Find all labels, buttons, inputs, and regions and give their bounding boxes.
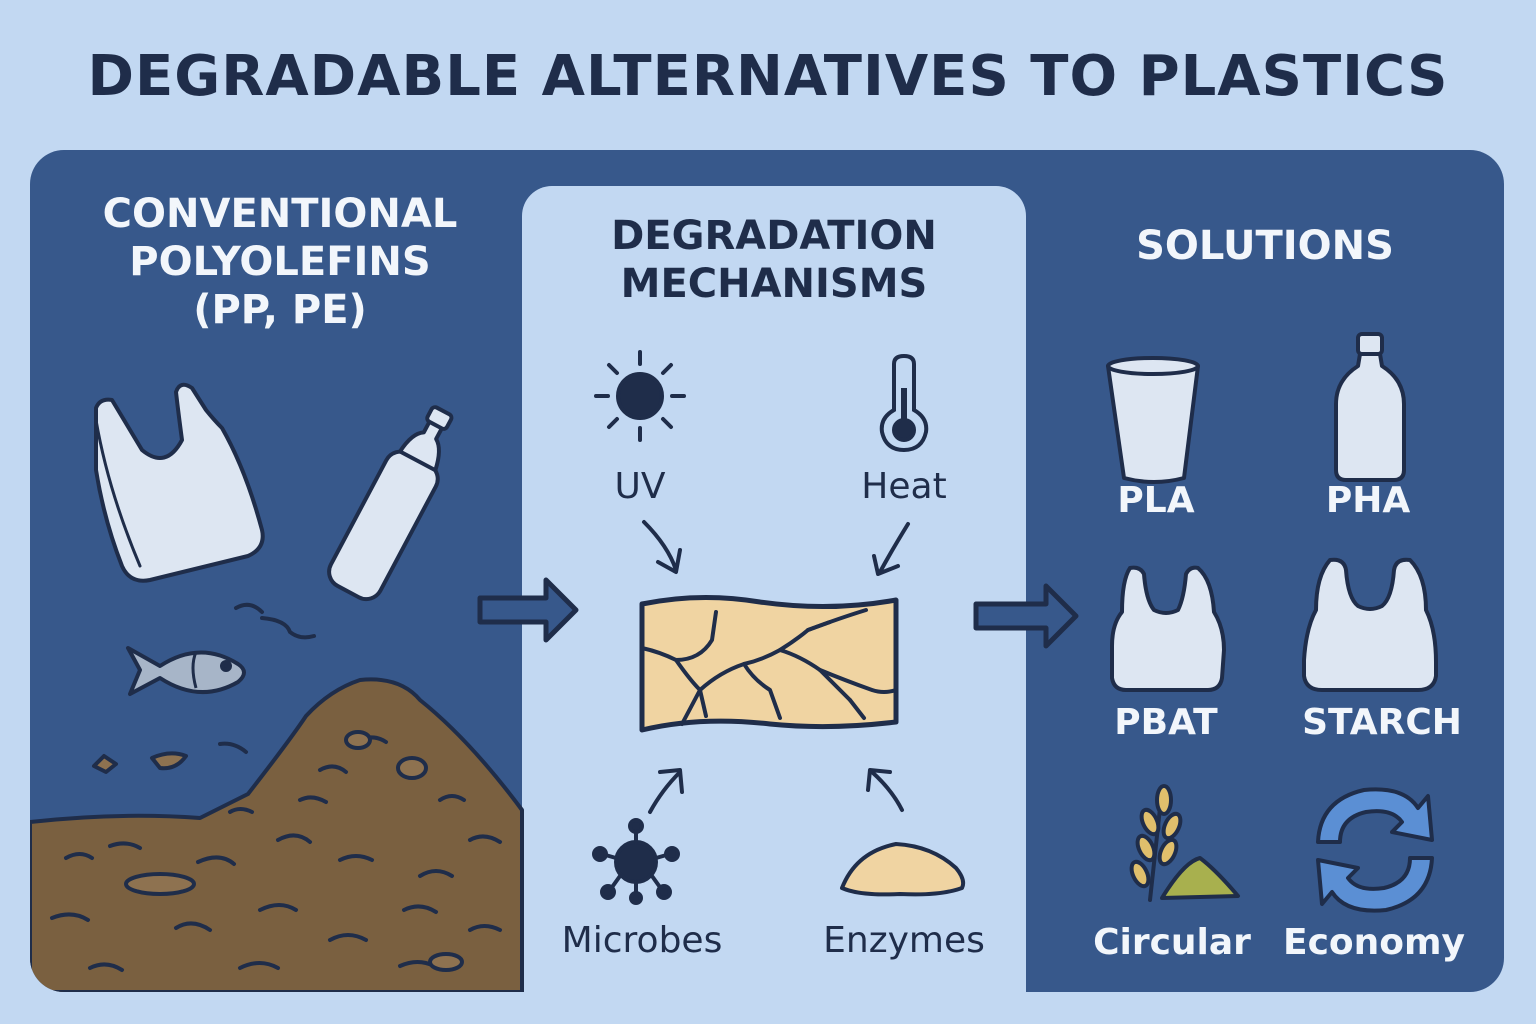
mechanisms-heading: DEGRADATION MECHANISMS [522, 212, 1026, 308]
page-title: DEGRADABLE ALTERNATIVES TO PLASTICS [87, 44, 1449, 109]
heat-label: Heat [861, 466, 947, 507]
soil-pile-icon [30, 677, 524, 992]
cup-icon [1106, 356, 1200, 484]
starch-bag-icon [1302, 557, 1438, 692]
cracked-plastic-icon [639, 594, 899, 733]
microbes-label: Microbes [561, 920, 723, 961]
conventional-heading-line-2: POLYOLEFINS [129, 239, 431, 285]
pbat-label: PBAT [1114, 702, 1218, 743]
sun-icon [594, 350, 686, 442]
microbe-icon [592, 818, 680, 905]
mechanisms-heading-line-1: DEGRADATION [611, 213, 937, 259]
conventional-heading-line-1: CONVENTIONAL [102, 191, 458, 237]
uv-label: UV [614, 466, 666, 507]
solutions-heading: SOLUTIONS [1136, 223, 1394, 269]
economy-label: Economy [1282, 922, 1466, 963]
enzyme-pile-icon [840, 842, 966, 897]
bottle-icon [327, 405, 454, 602]
plastic-bag-icon [94, 382, 265, 583]
thermometer-icon [879, 353, 929, 453]
conventional-heading-line-3: (PP, PE) [193, 287, 367, 333]
mechanisms-heading-line-2: MECHANISMS [620, 261, 928, 307]
flow-arrow-1 [477, 577, 579, 643]
pha-label: PHA [1325, 480, 1411, 521]
pla-label: PLA [1117, 480, 1195, 521]
flow-arrow-2 [973, 583, 1079, 649]
debris-fragments-icon [234, 602, 316, 640]
fish-icon [126, 646, 246, 696]
floating-debris-icon [92, 741, 248, 774]
conventional-heading: CONVENTIONAL POLYOLEFINS (PP, PE) [40, 190, 520, 334]
pbat-bag-icon [1110, 565, 1226, 692]
mechanism-arrows [642, 520, 910, 814]
starch-label: STARCH [1302, 702, 1462, 743]
circular-label: Circular [1093, 922, 1251, 963]
wheat-icon [1129, 784, 1240, 902]
enzymes-label: Enzymes [823, 920, 985, 961]
pha-bottle-icon [1334, 332, 1406, 482]
recycle-icon [1316, 787, 1434, 913]
